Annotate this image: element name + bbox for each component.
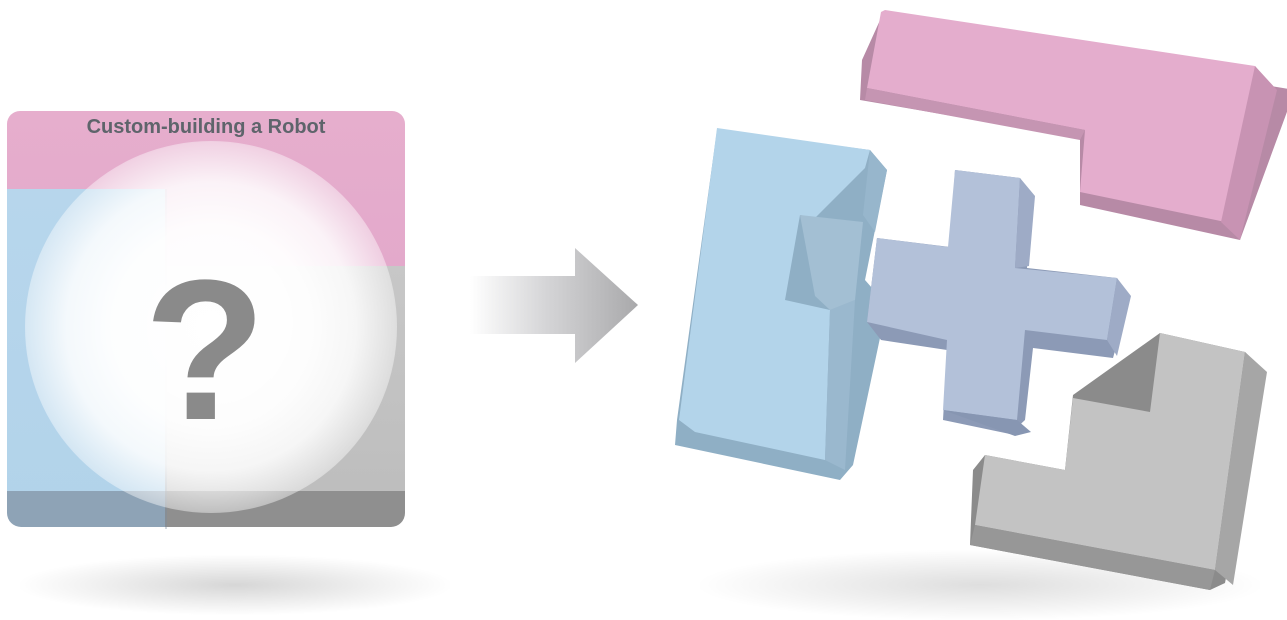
exploded-pieces [675,10,1287,590]
box-title: Custom-building a Robot [86,116,326,138]
gray-block [970,333,1267,590]
illustration: Custom-building a Robot ? [7,10,1287,620]
right-arrow-icon [470,248,638,363]
assembled-puzzle-box [7,111,405,531]
spotlight-glow [25,141,397,513]
blue-block [675,128,887,480]
question-mark-icon: ? [143,239,267,462]
left-floor-shadow [20,555,450,615]
pink-block [860,10,1287,240]
plus-block [867,170,1131,436]
